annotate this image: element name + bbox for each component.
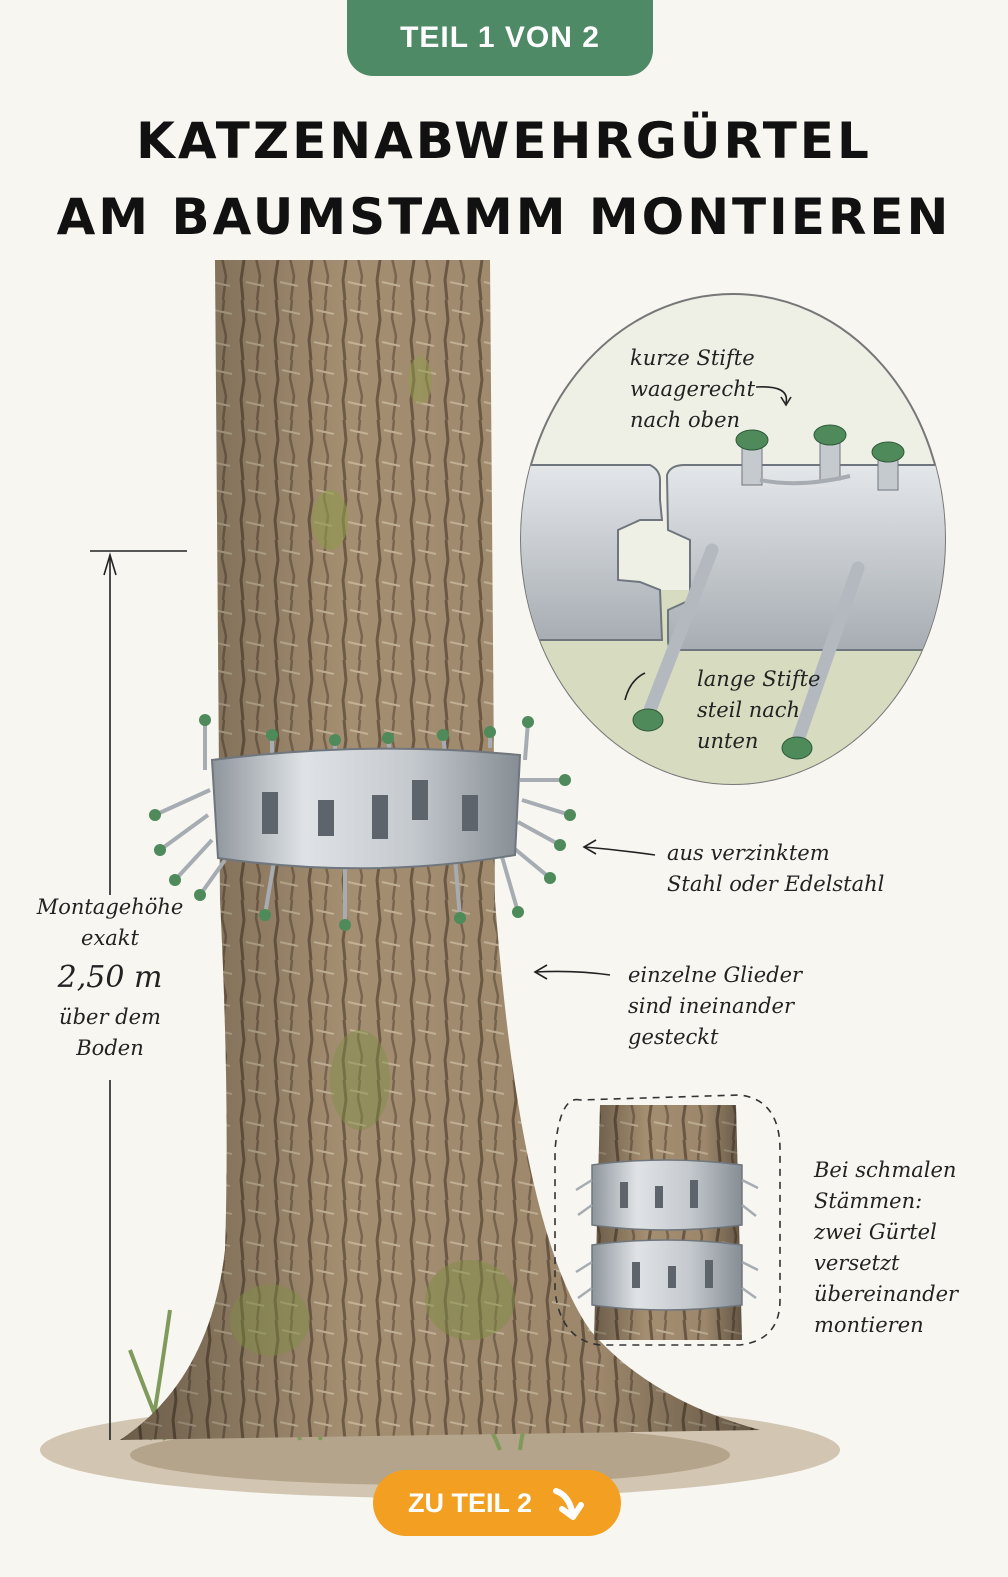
height-dimension (90, 550, 187, 1440)
label-links: einzelne Glieder sind ineinander gesteck… (628, 963, 803, 1049)
label-narrow-trunks: Bei schmalen Stämmen: zwei Gürtel verset… (814, 1158, 959, 1337)
next-part-label: ZU TEIL 2 (407, 1487, 533, 1518)
mounting-height-value: 2,50 m (57, 960, 163, 995)
label-long-pins: lange Stifte steil nach unten (697, 667, 821, 753)
part-badge: TEIL 1 VON 2 (347, 0, 653, 76)
arrow-down-right-icon (553, 1488, 585, 1520)
label-material: aus verzinktem Stahl oder Edelstahl (667, 841, 885, 896)
label-short-pins: kurze Stifte waagerecht nach oben (630, 346, 756, 432)
narrow-trunk-inset (554, 1094, 781, 1346)
next-part-button[interactable]: ZU TEIL 2 (373, 1470, 621, 1536)
annotation-arrows (533, 839, 656, 980)
page-title-line2: AM BAUMSTAMM MONTIEREN (56, 188, 952, 246)
page-title-line1: KATZENABWEHRGÜRTEL (136, 112, 872, 170)
belt-main (149, 714, 576, 931)
label-mounting-height: Montagehöhe exakt 2,50 m über dem Boden (30, 892, 190, 1064)
